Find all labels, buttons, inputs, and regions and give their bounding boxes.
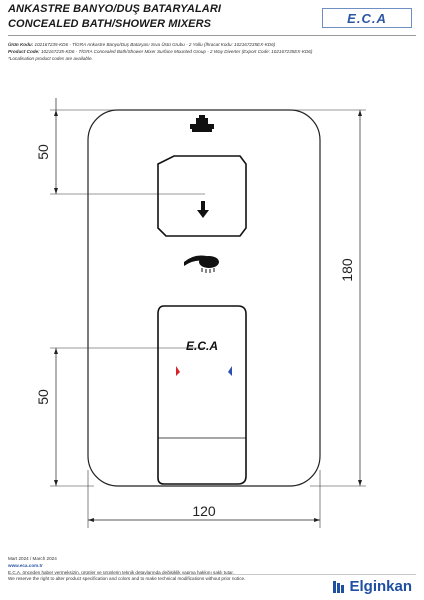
eca-logo: E.C.A xyxy=(322,8,412,28)
footer-note-tr: E.C.A. önceden haber vermeksizin, ürünle… xyxy=(8,569,234,575)
eca-logo-text: E.C.A xyxy=(347,10,387,26)
bath-tap-icon xyxy=(190,115,214,132)
elginkan-mark-icon xyxy=(333,580,345,593)
footer-note-en: We reserve the right to alter product sp… xyxy=(8,576,246,582)
lever-eca-logo: E.C.A xyxy=(186,339,218,353)
dimension-label-top: 50 xyxy=(35,144,51,160)
dimension-label-bottom: 50 xyxy=(35,389,51,405)
product-code-tr-label: Ürün Kodu: xyxy=(8,42,34,47)
product-code-en-text: 102167235-KD6 - TİGRA Concealed Bath/Sho… xyxy=(40,49,313,54)
hand-shower-icon xyxy=(184,255,219,273)
product-code-en-label: Product Code: xyxy=(8,49,40,54)
cold-indicator-icon xyxy=(228,366,232,376)
header-title-tr: ANKASTRE BANYO/DUŞ BATARYALARI xyxy=(8,3,222,15)
product-codes: Ürün Kodu: 102167235-KD6 - TİGRA Ankastr… xyxy=(8,41,312,62)
elginkan-brand: Elginkan xyxy=(332,578,412,595)
footer-rule xyxy=(8,574,416,575)
product-code-tr-text: 102167235-KD6 - TİGRA Ankastre Banyo/Duş… xyxy=(34,42,276,47)
product-code-en: Product Code: 102167235-KD6 - TİGRA Conc… xyxy=(8,48,312,55)
dimension-label-width: 120 xyxy=(192,503,216,519)
footer-date: Mart 2024 / March 2024 xyxy=(8,556,57,561)
footer: Mart 2024 / March 2024 www.eca.com.tr E.… xyxy=(8,556,245,583)
localisation-note: *Localisation product codes are availabl… xyxy=(8,56,93,61)
dimension-arrowheads xyxy=(54,110,362,522)
hot-indicator-icon xyxy=(176,366,180,376)
cover-plate xyxy=(87,109,321,487)
footer-website[interactable]: www.eca.com.tr xyxy=(8,562,43,568)
mixer-lever[interactable] xyxy=(157,305,247,485)
header-title-en: CONCEALED BATH/SHOWER MIXERS xyxy=(8,18,212,30)
diverter-knob[interactable] xyxy=(157,155,247,237)
dimension-label-height: 180 xyxy=(339,258,355,282)
header-rule xyxy=(8,35,416,36)
elginkan-brand-text: Elginkan xyxy=(349,578,412,595)
arrow-down-icon xyxy=(197,201,209,218)
product-code-tr: Ürün Kodu: 102167235-KD6 - TİGRA Ankastr… xyxy=(8,41,312,48)
